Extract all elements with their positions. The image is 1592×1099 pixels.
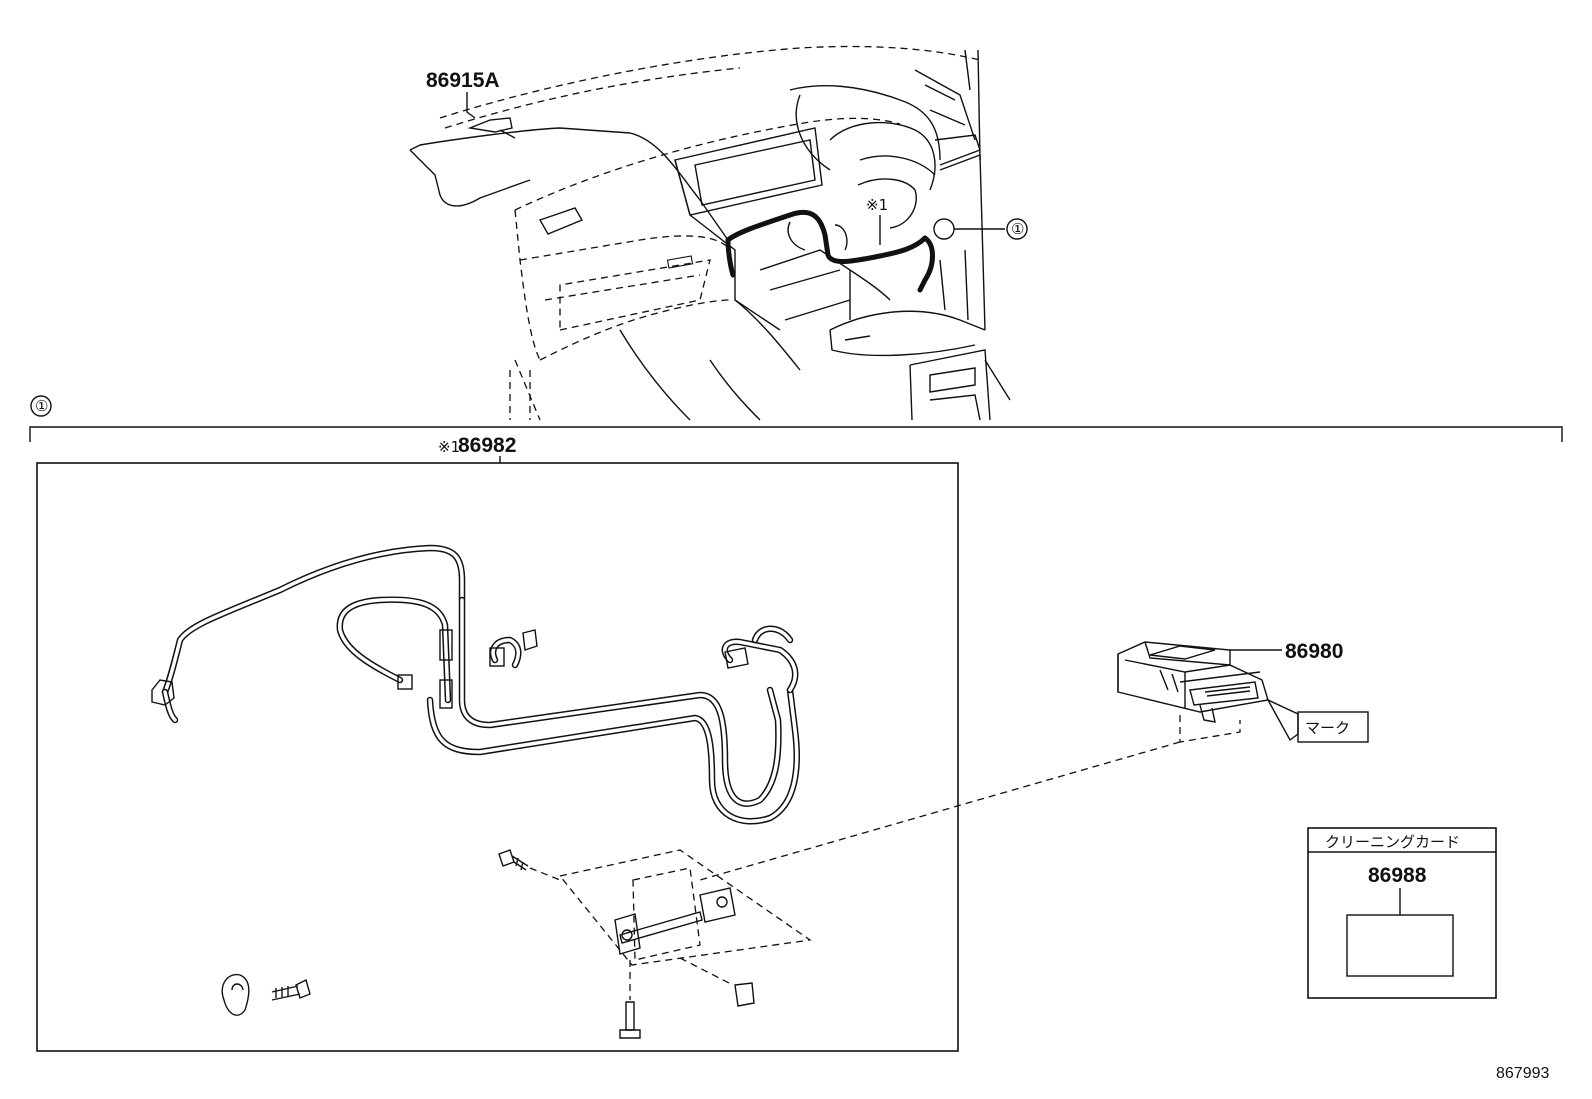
circle-ref-top: ① — [1011, 220, 1024, 238]
part-label-86988: 86988 — [1368, 864, 1427, 887]
clip-nut-icon — [734, 982, 755, 1007]
figure-number: 867993 — [1496, 1065, 1549, 1082]
clamp-icon — [221, 973, 250, 1016]
bracket-assembly — [498, 849, 812, 1039]
top-labels: 86915A ※1 ① — [426, 69, 1028, 245]
connector-icon — [439, 629, 453, 661]
cleaning-card-icon — [1346, 914, 1454, 977]
connector-icon — [397, 674, 413, 690]
clamp-and-screw — [221, 973, 311, 1016]
mark-label: マーク — [1305, 719, 1350, 737]
cleaning-card-box: クリーニングカード 86988 — [1307, 827, 1497, 999]
etc-unit-86980: 86980 マーク — [699, 640, 1369, 881]
dashboard-illustration — [409, 45, 1011, 421]
part-label-86980: 86980 — [1285, 640, 1343, 663]
connector-icon — [489, 647, 505, 667]
connector-icon — [439, 679, 453, 709]
note-mark-label: ※1 — [866, 196, 888, 214]
connector-icon — [724, 647, 749, 669]
note-mark-small: ※1 — [438, 438, 460, 456]
section-bracket: ① — [29, 395, 1563, 442]
harness-kit-box: ※1 86982 — [36, 434, 959, 1052]
part-label-86915A: 86915A — [426, 69, 500, 92]
connector-icon — [522, 629, 538, 651]
cleaning-card-title: クリーニングカード — [1325, 833, 1460, 851]
circle-ref-section: ① — [35, 397, 48, 415]
connector-icon — [151, 679, 175, 706]
part-label-86982: 86982 — [458, 434, 516, 457]
